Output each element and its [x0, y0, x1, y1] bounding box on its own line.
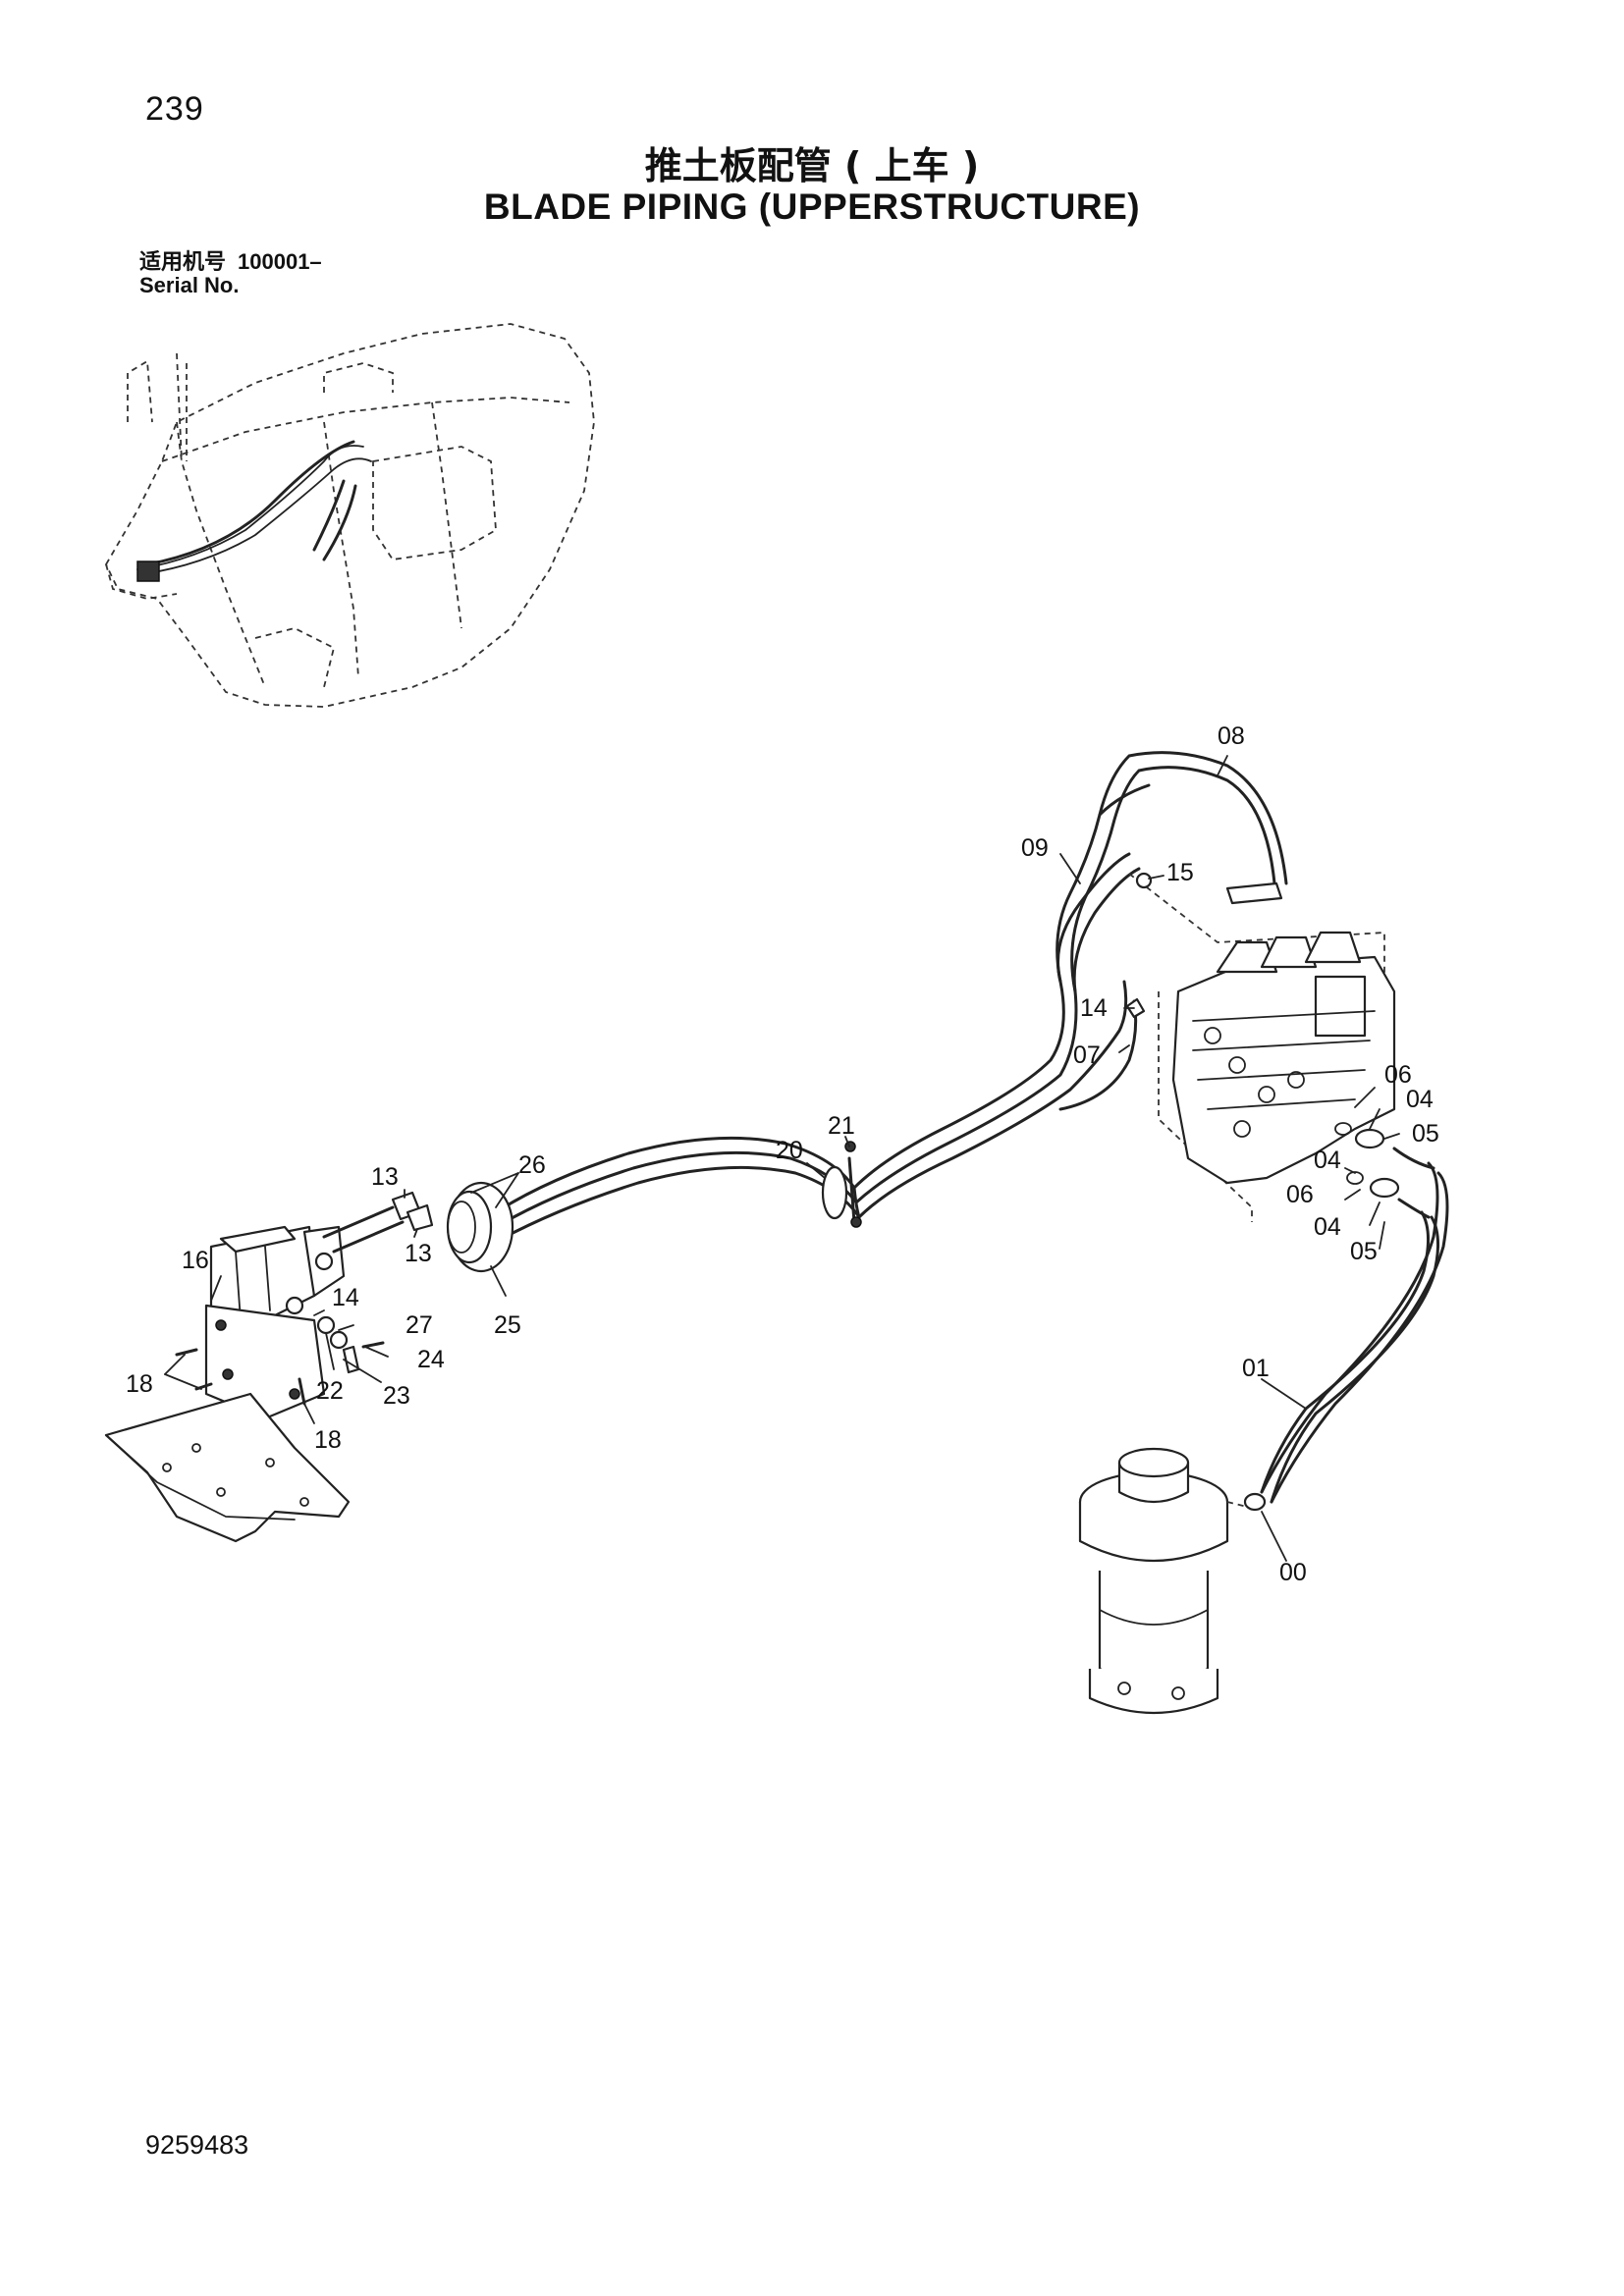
floor-plate	[104, 1392, 351, 1543]
leader-lines	[164, 755, 1400, 1562]
callout-21: 21	[828, 1112, 855, 1140]
callout-04-lower: 04	[1314, 1213, 1341, 1241]
callout-20: 20	[776, 1137, 803, 1164]
callout-08: 08	[1218, 722, 1245, 750]
callout-24: 24	[417, 1346, 445, 1373]
hose-bundle	[494, 751, 1288, 1244]
callout-23: 23	[383, 1382, 410, 1410]
callout-00: 00	[1279, 1559, 1307, 1586]
callout-09: 09	[1021, 834, 1049, 862]
callout-22: 22	[316, 1377, 344, 1405]
document-number: 9259483	[145, 2130, 249, 2160]
callout-05-upper: 05	[1412, 1120, 1439, 1148]
callout-26: 26	[518, 1151, 546, 1179]
serial-label-chinese: 适用机号	[139, 249, 227, 274]
swivel-joint	[1078, 1447, 1267, 1715]
page-number: 239	[145, 90, 204, 128]
pilot-valve-assembly	[175, 1191, 434, 1420]
callout-15: 15	[1166, 859, 1194, 886]
callout-04-upper: 04	[1406, 1086, 1434, 1113]
title-english: BLADE PIPING (UPPERSTRUCTURE)	[483, 187, 1141, 227]
serial-label-english: Serial No.	[139, 273, 240, 297]
upperstructure-key-view	[104, 323, 595, 708]
serial-number: 100001–	[238, 249, 322, 274]
callout-27: 27	[406, 1311, 433, 1339]
callout-14-lower: 14	[332, 1284, 359, 1311]
callout-13-lower: 13	[405, 1240, 432, 1267]
callout-16: 16	[182, 1247, 209, 1274]
title-chinese: 推土板配管 ( 上车 )	[644, 144, 980, 187]
clamp-20-21	[821, 1141, 862, 1228]
callout-04-middle: 04	[1314, 1147, 1341, 1174]
control-valve	[1125, 872, 1435, 1222]
callout-06-upper: 06	[1384, 1061, 1412, 1089]
callout-25: 25	[494, 1311, 521, 1339]
callout-labels: 08 09 15 14 07 06 04 05 04 06 04 05 21 2…	[126, 722, 1439, 1586]
callout-05-lower: 05	[1350, 1238, 1378, 1265]
callout-18-left: 18	[126, 1370, 153, 1398]
callout-01: 01	[1242, 1355, 1270, 1382]
callout-06-lower: 06	[1286, 1181, 1314, 1208]
callout-18-bottom: 18	[314, 1426, 342, 1454]
serial-number-block: 适用机号 100001– Serial No.	[139, 250, 322, 297]
hose-01	[1260, 1161, 1449, 1504]
callout-07: 07	[1073, 1041, 1101, 1069]
callout-13-upper: 13	[371, 1163, 399, 1191]
callout-14-upper: 14	[1080, 994, 1108, 1022]
